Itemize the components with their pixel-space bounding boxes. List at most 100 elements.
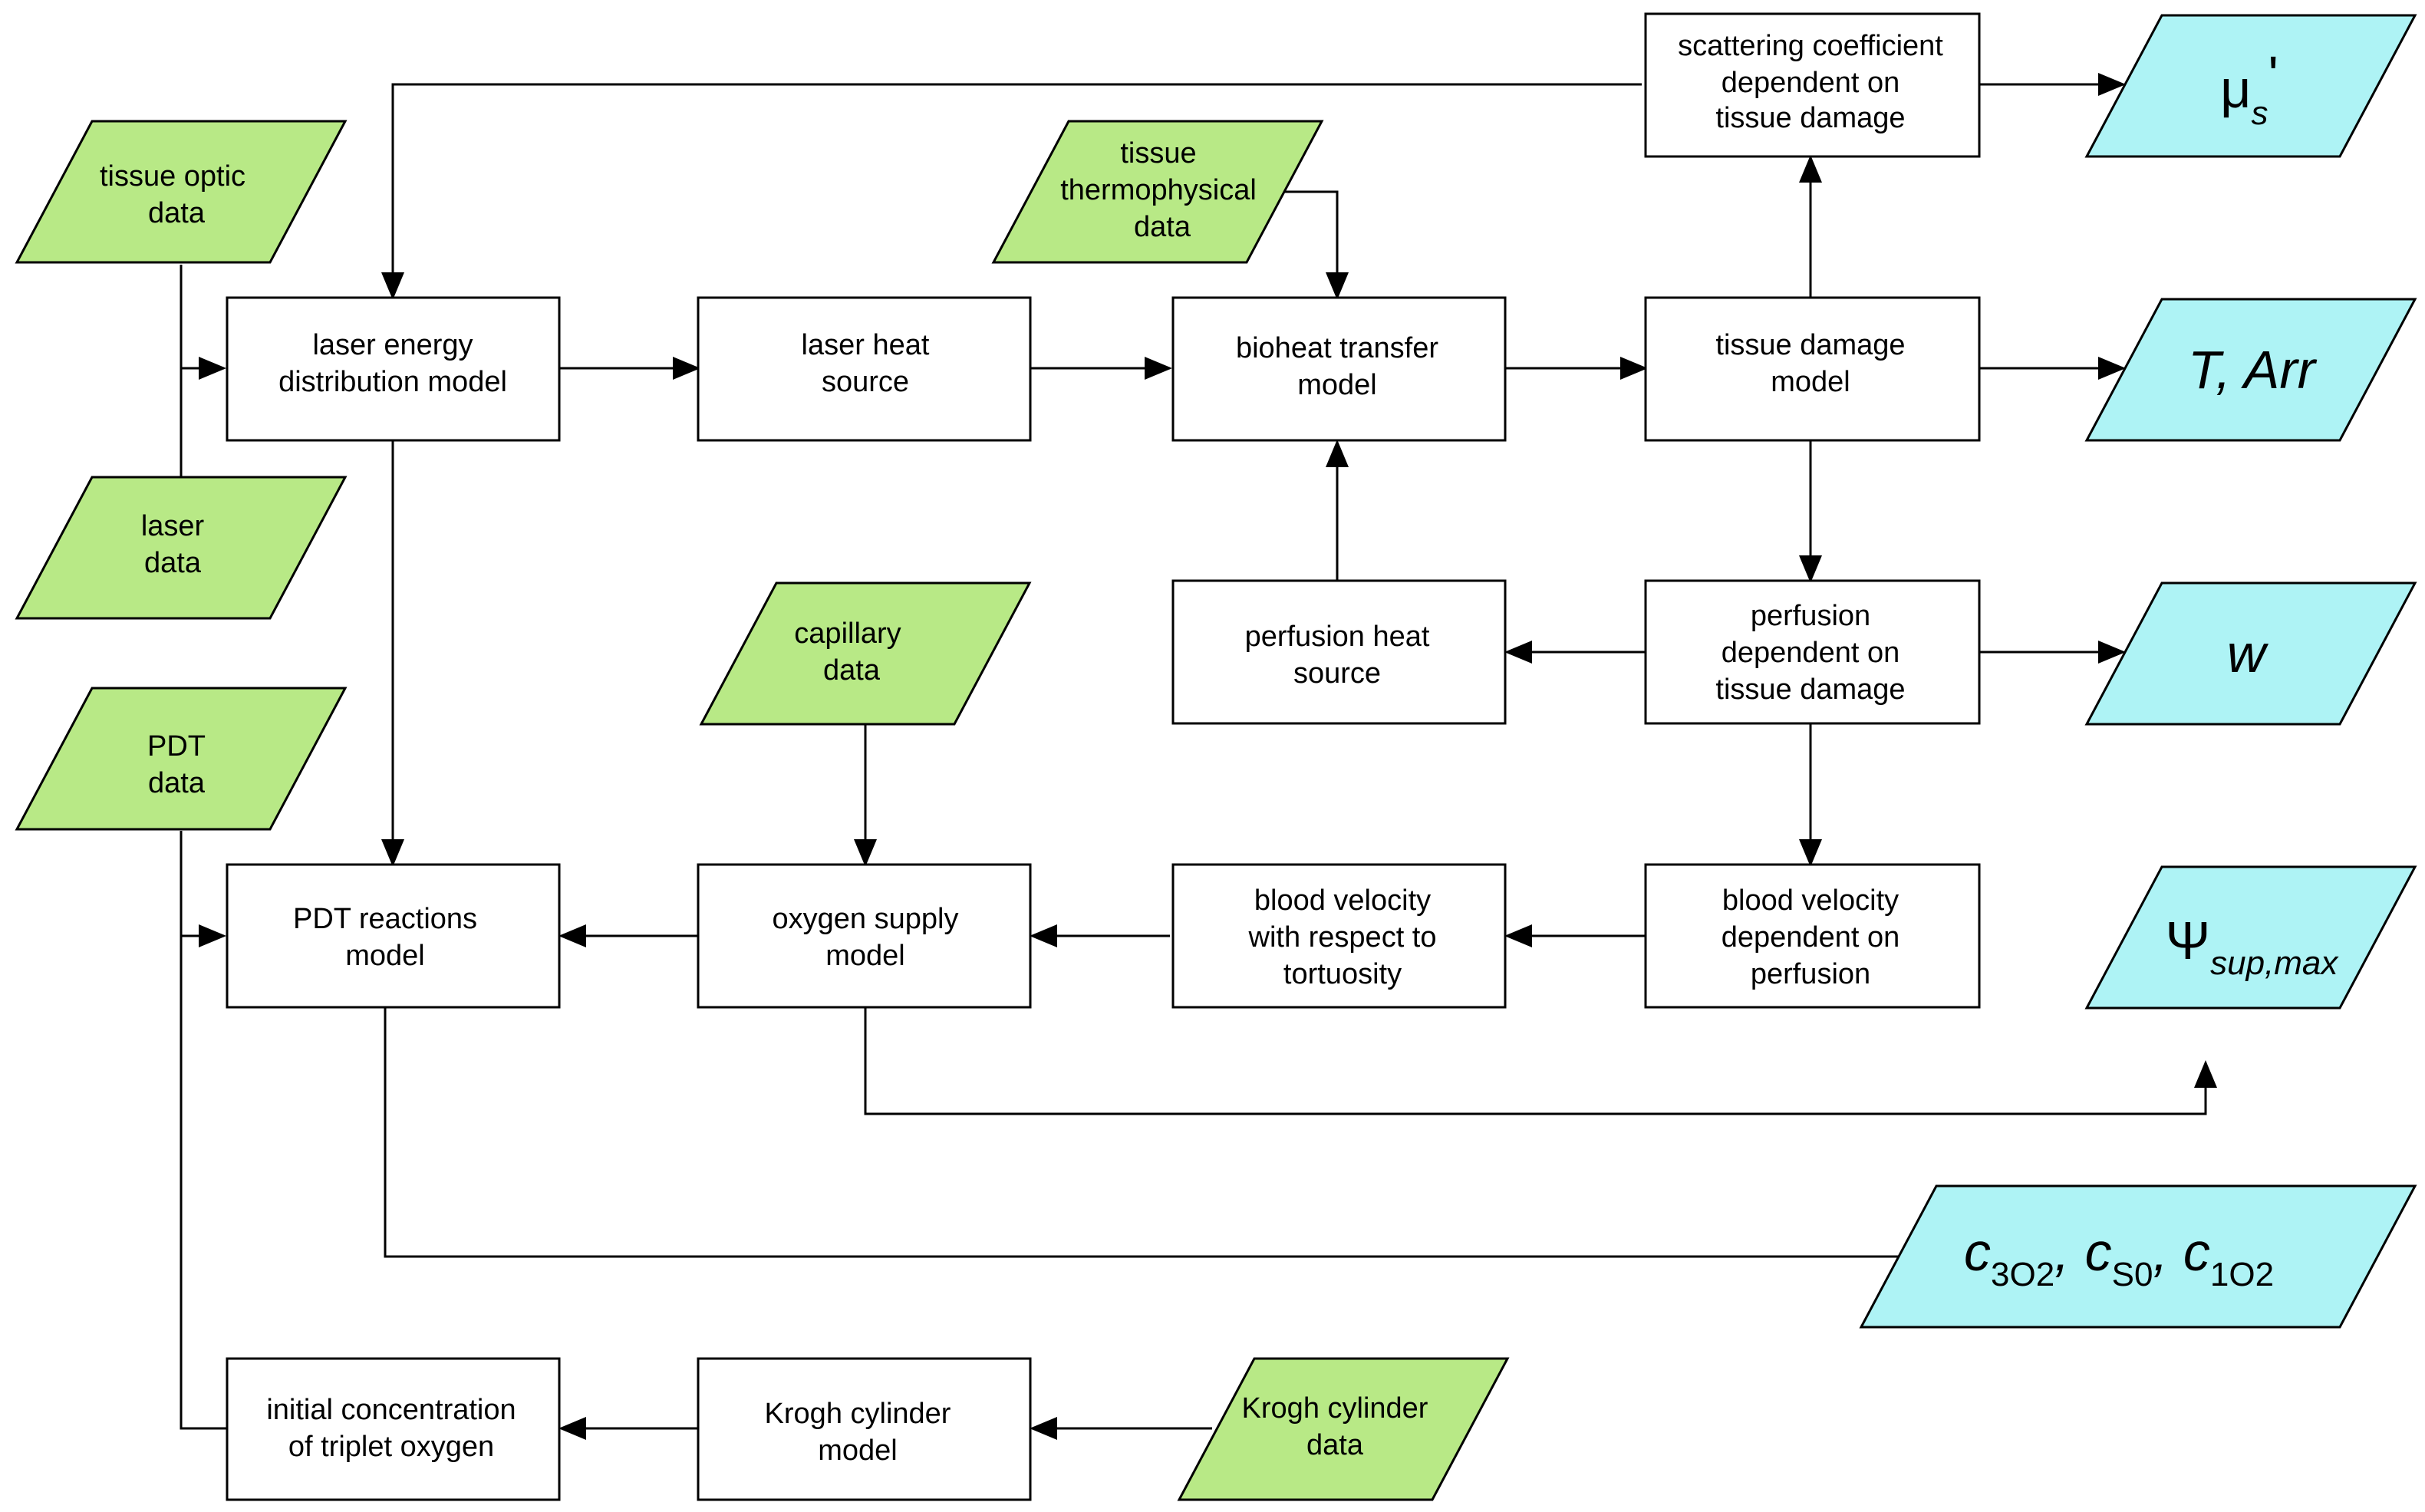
box-line: laser heat (802, 329, 930, 361)
box-laser-heat: laser heat source (697, 296, 1032, 442)
conc-c2: c (2085, 1222, 2112, 1282)
output-concentrations: c3O2,cS0,c1O2 (1859, 1184, 2417, 1329)
box-line: laser energy (312, 329, 473, 361)
w-label: w (2227, 624, 2269, 684)
conc-sub1: 3O2 (1991, 1256, 2054, 1293)
box-bioheat: bioheat transfer model (1171, 296, 1507, 442)
connectors (180, 73, 2217, 1440)
input-line: data (148, 197, 206, 229)
box-line: perfusion (1751, 600, 1870, 632)
box-line: tissue damage (1715, 674, 1905, 706)
box-perfusion-dependent: perfusion dependent on tissue damage (1644, 579, 1981, 725)
mu-subscript: s (2251, 94, 2268, 132)
input-line: capillary (794, 618, 901, 650)
input-laser-data: laser data (15, 476, 348, 620)
mu-prime: ' (2268, 45, 2278, 105)
box-pdt-reactions: PDT reactions model (226, 863, 561, 1009)
box-line: dependent on (1722, 637, 1899, 669)
box-line: initial concentration (266, 1394, 516, 1426)
box-line: oxygen supply (773, 903, 959, 935)
box-line: perfusion (1751, 958, 1870, 990)
input-line: tissue optic (100, 160, 245, 193)
box-line: model (818, 1435, 898, 1467)
input-line: thermophysical (1060, 174, 1257, 206)
arrow-thermophysical-to-bioheat (1273, 190, 1349, 300)
input-line: Krogh cylinder (1242, 1392, 1428, 1425)
arrow-pdt-to-concentration (384, 1008, 1943, 1268)
t-arr-label: T, Arr (2188, 340, 2318, 400)
box-line: tortuosity (1283, 958, 1402, 990)
conc-sep1: , (2054, 1222, 2069, 1282)
box-line: with respect to (1248, 921, 1437, 954)
box-laser-energy: laser energy distribution model (226, 296, 561, 442)
psi-symbol: Ψ (2166, 911, 2210, 970)
input-line: data (1306, 1429, 1364, 1461)
box-line: model (1297, 369, 1377, 401)
svg-text:μs': μs' (2220, 45, 2278, 132)
input-line: tissue (1120, 137, 1196, 170)
input-line: data (144, 547, 202, 579)
output-psi: Ψsup,max (2084, 865, 2417, 1010)
box-line: tissue damage (1715, 102, 1905, 134)
input-pdt-data: PDT data (15, 687, 348, 831)
box-line: model (825, 940, 905, 972)
box-line: dependent on (1722, 921, 1899, 954)
conc-c3: c (2183, 1222, 2210, 1282)
box-line: dependent on (1722, 67, 1899, 99)
box-line: blood velocity (1722, 884, 1899, 917)
conc-sub3: 1O2 (2210, 1256, 2274, 1293)
svg-text:Ψsup,max: Ψsup,max (2166, 911, 2340, 982)
box-line: source (822, 366, 909, 398)
box-initial-concentration: initial concentration of triplet oxygen (226, 1357, 561, 1501)
box-line: of triplet oxygen (288, 1431, 494, 1463)
box-line: bioheat transfer (1236, 332, 1438, 364)
box-line: PDT reactions (293, 903, 477, 935)
psi-subscript: sup,max (2210, 944, 2339, 982)
box-line: tissue damage (1715, 329, 1905, 361)
box-line: Krogh cylinder (765, 1398, 951, 1430)
input-krogh-data: Krogh cylinder data (1177, 1357, 1510, 1501)
conc-c1: c (1964, 1222, 1991, 1282)
box-tissue-damage: tissue damage model (1644, 296, 1981, 442)
box-line: source (1293, 657, 1381, 690)
box-krogh-model: Krogh cylinder model (697, 1357, 1032, 1501)
input-line: laser (141, 510, 205, 542)
box-blood-perfusion: blood velocity dependent on perfusion (1644, 863, 1981, 1009)
output-t-arr: T, Arr (2084, 298, 2417, 442)
box-line: blood velocity (1254, 884, 1431, 917)
box-line: perfusion heat (1245, 621, 1430, 653)
arrow-oxygen-to-psi (864, 1008, 2217, 1115)
input-line: PDT (147, 730, 206, 763)
box-line: model (345, 940, 425, 972)
input-tissue-optic: tissue optic data (15, 120, 348, 264)
output-w: w (2084, 581, 2417, 726)
conc-sub2: S0 (2112, 1256, 2153, 1293)
connector-pdt-data-initial-conc (180, 831, 227, 1430)
input-line: data (1134, 211, 1191, 243)
box-line: scattering coefficient (1678, 30, 1943, 62)
box-oxygen-supply: oxygen supply model (697, 863, 1032, 1009)
box-blood-tortuosity: blood velocity with respect to tortuosity (1171, 863, 1507, 1009)
input-line: data (823, 654, 881, 687)
box-line: model (1771, 366, 1850, 398)
mu-symbol: μ (2220, 59, 2251, 119)
box-line: distribution model (278, 366, 507, 398)
output-mu-s: μs' (2084, 14, 2417, 158)
input-thermophysical: tissue thermophysical data (991, 120, 1324, 264)
input-line: data (148, 767, 206, 799)
